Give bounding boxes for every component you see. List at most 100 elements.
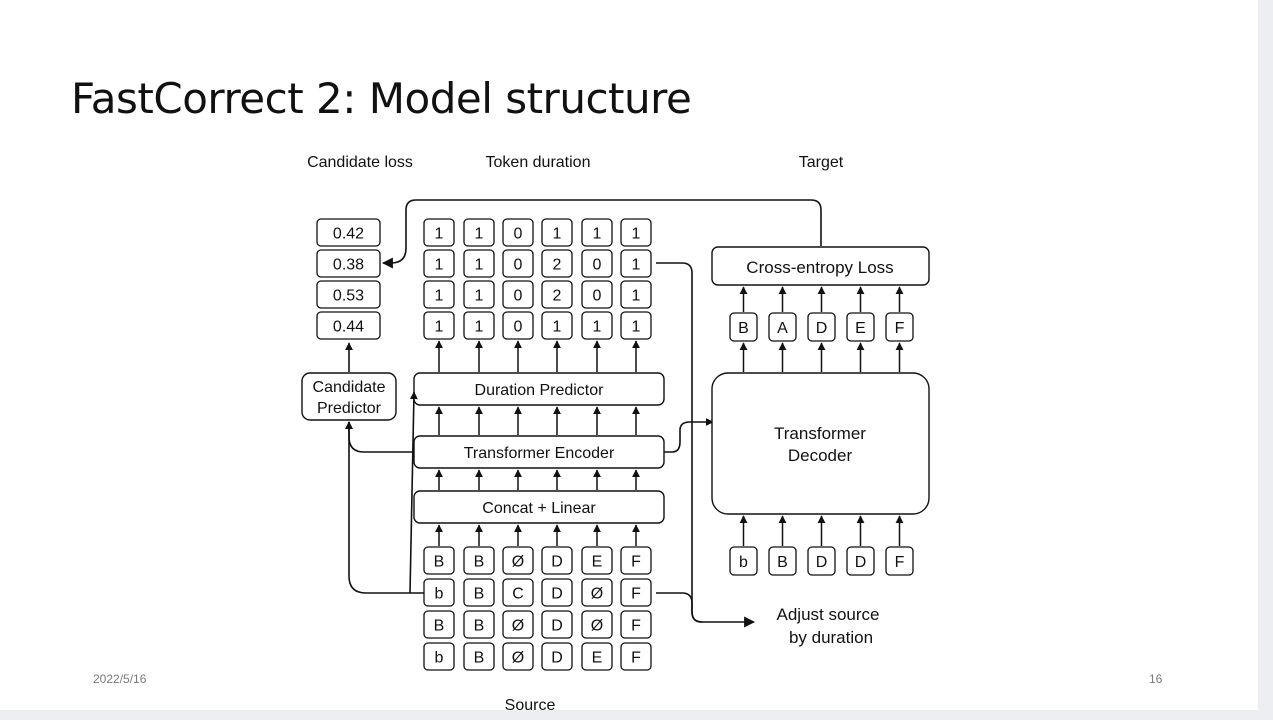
model-structure-diagram: Candidate loss Token duration Target 0.4… [301, 154, 930, 710]
duration-predictor-output-arrows [435, 340, 640, 372]
token-duration-cell: 1 [475, 319, 484, 336]
encoder-to-predictor-arrow [345, 421, 414, 453]
source-token-cell: b [435, 586, 444, 603]
slide-page-number: 16 [1149, 672, 1163, 686]
token-duration-cell: 1 [475, 257, 484, 274]
token-duration-cell: 1 [435, 319, 444, 336]
adjust-source-label-1: Adjust source [777, 605, 880, 624]
candidate-predictor-label-2: Predictor [317, 400, 382, 417]
decoder-input-token-box [768, 546, 797, 576]
encoder-to-decoder-arrow [664, 418, 714, 453]
token-duration-cell-box [502, 249, 534, 278]
token-duration-cell: 1 [435, 288, 444, 305]
window-right-edge [1258, 0, 1273, 720]
transformer-encoder-label: Transformer Encoder [464, 445, 615, 462]
source-token-cell: F [631, 650, 641, 667]
source-token-cell-box [541, 610, 573, 639]
target-token: F [895, 320, 905, 337]
token-duration-cell-box [581, 311, 613, 340]
source-token-cell-box [581, 642, 613, 671]
token-duration-cell: 2 [553, 257, 562, 274]
token-duration-cell: 1 [553, 226, 562, 243]
decoder-input-token: B [777, 554, 788, 571]
source-token-cell-box [620, 578, 652, 607]
candidate-loss-label: Candidate loss [307, 154, 413, 171]
token-duration-cell-box [581, 280, 613, 309]
source-token-cell: B [434, 618, 445, 635]
token-duration-cell: 1 [435, 257, 444, 274]
target-token: D [816, 320, 828, 337]
source-token-cell-box [541, 578, 573, 607]
token-duration-cell: 0 [514, 288, 523, 305]
source-token-cell-box [423, 642, 455, 671]
token-duration-cell-box [620, 280, 652, 309]
target-token: A [777, 320, 788, 337]
target-token: E [855, 320, 866, 337]
candidate-loss-value-box [316, 311, 381, 340]
decoder-input-arrows [739, 515, 904, 546]
duration-predictor-label: Duration Predictor [475, 382, 605, 399]
token-duration-cell: 1 [632, 319, 641, 336]
decoder-input-token: D [855, 554, 867, 571]
target-token-box [729, 312, 758, 342]
linear-to-encoder-arrows [435, 469, 640, 490]
source-token-cell: C [512, 586, 524, 603]
source-token-cell-box [502, 610, 534, 639]
source-token-cell-box [620, 642, 652, 671]
target-token-box [807, 312, 836, 342]
source-token-cell-box [423, 610, 455, 639]
source-to-predictor-arrow [345, 421, 424, 594]
target-token-box [846, 312, 875, 342]
source-token-cell: D [551, 618, 563, 635]
candidate-loss-value-box [316, 249, 381, 278]
decoder-input-token-box [807, 546, 836, 576]
transformer-decoder-label-1: Transformer [774, 424, 866, 443]
decoder-input-token-box [885, 546, 914, 576]
token-duration-cell: 1 [593, 319, 602, 336]
source-to-duration-arrow [409, 391, 418, 594]
target-to-loss-arrows [739, 286, 904, 312]
target-token-box [885, 312, 914, 342]
source-token-cell-box [463, 546, 495, 575]
token-duration-cell-box [541, 218, 573, 247]
token-duration-cell-box [541, 249, 573, 278]
source-token-cell: F [631, 586, 641, 603]
decoder-input-token-box [729, 546, 758, 576]
duration-predictor-box [413, 372, 665, 406]
source-token-cell: B [474, 650, 485, 667]
token-duration-cell: 1 [593, 226, 602, 243]
source-token-cell: Ø [591, 618, 603, 635]
token-duration-cell-box [423, 249, 455, 278]
concat-linear-label: Concat + Linear [482, 500, 596, 517]
slide-date: 2022/5/16 [93, 672, 147, 686]
token-duration-cell: 0 [593, 257, 602, 274]
source-token-cell-box [423, 546, 455, 575]
source-token-cell-box [463, 642, 495, 671]
decoder-input-token: F [895, 554, 905, 571]
source-token-cell-box [581, 546, 613, 575]
token-duration-cell-box [581, 218, 613, 247]
source-token-cell: Ø [512, 554, 524, 571]
source-token-cell-box [463, 578, 495, 607]
source-to-linear-arrows [435, 524, 640, 546]
token-duration-cell: 1 [435, 226, 444, 243]
source-token-cell-box [581, 610, 613, 639]
candidate-loss-value: 0.42 [333, 226, 364, 243]
source-token-cell: D [551, 554, 563, 571]
encoder-to-duration-arrows [435, 406, 640, 435]
source-token-cell: E [592, 554, 603, 571]
token-duration-cell: 1 [632, 288, 641, 305]
token-duration-cell-box [463, 218, 495, 247]
source-label: Source [505, 697, 556, 710]
token-duration-cell: 2 [553, 288, 562, 305]
target-label: Target [799, 154, 844, 171]
source-token-cell-box [502, 578, 534, 607]
source-token-cell-box [541, 642, 573, 671]
token-duration-cell-box [620, 249, 652, 278]
token-duration-cell: 1 [632, 257, 641, 274]
source-token-cell: Ø [512, 650, 524, 667]
source-token-cell: B [474, 586, 485, 603]
source-token-cell: B [474, 554, 485, 571]
candidate-loss-value-box [316, 218, 381, 247]
